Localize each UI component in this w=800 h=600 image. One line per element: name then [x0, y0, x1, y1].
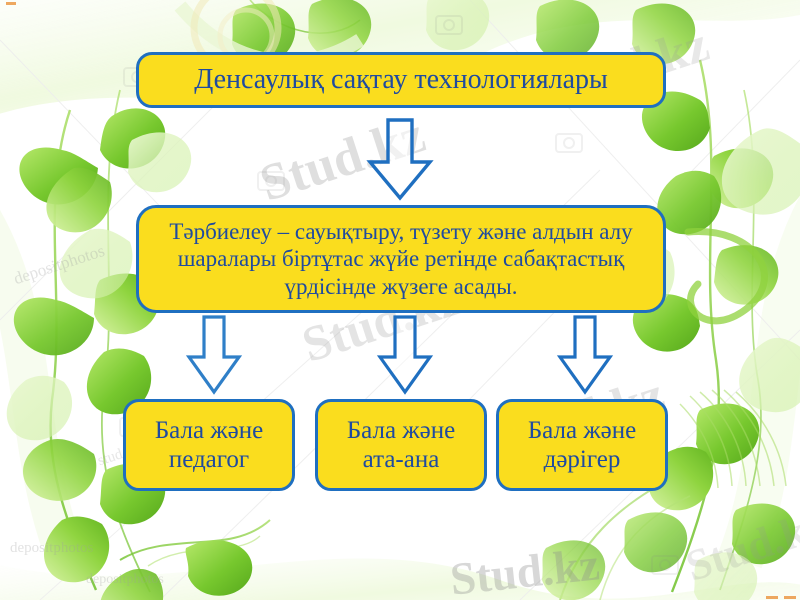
leaf-box-3-text: Бала және дәрігер	[528, 416, 636, 475]
title-box: Денсаулық сақтау технологиялары	[136, 52, 666, 108]
arrow-definition-to-leaf-1-icon	[185, 315, 243, 395]
arrow-definition-to-leaf-2-icon	[376, 315, 434, 395]
leaf-box-child-and-doctor: Бала және дәрігер	[496, 399, 668, 491]
watermark-stud-kz: Stud.kz	[679, 500, 800, 591]
definition-box-label: Тәрбиелеу – сауықтыру, түзету және алдын…	[169, 219, 633, 299]
leaf-box-3-line1: Бала және	[527, 416, 637, 444]
watermark-depositphotos: depositphotos	[10, 540, 94, 556]
title-box-label: Денсаулық сақтау технологиялары	[194, 64, 608, 96]
watermark-depositphotos: depositphotos	[86, 572, 164, 587]
leaf-box-child-and-teacher: Бала және педагог	[123, 399, 295, 491]
watermark-stud-kz-main: Stud.kz	[447, 538, 602, 600]
leaf-box-1-text: Бала және педагог	[155, 416, 263, 475]
leaf-box-1-line2: педагог	[168, 446, 250, 473]
arrow-title-to-definition-icon	[366, 118, 434, 201]
definition-box: Тәрбиелеу – сауықтыру, түзету және алдын…	[136, 205, 666, 313]
watermark-depositphotos: depositphotos	[11, 240, 107, 289]
leaf-box-1-line1: Бала және	[154, 416, 264, 444]
leaf-box-2-text: Бала және ата-ана	[347, 416, 455, 475]
leaf-box-2-line1: Бала және	[346, 416, 456, 444]
leaf-box-3-line2: дәрігер	[543, 446, 621, 473]
arrow-definition-to-leaf-3-icon	[556, 315, 614, 395]
leaf-box-2-line2: ата-ана	[362, 446, 440, 473]
leaf-box-child-and-parents: Бала және ата-ана	[315, 399, 487, 491]
